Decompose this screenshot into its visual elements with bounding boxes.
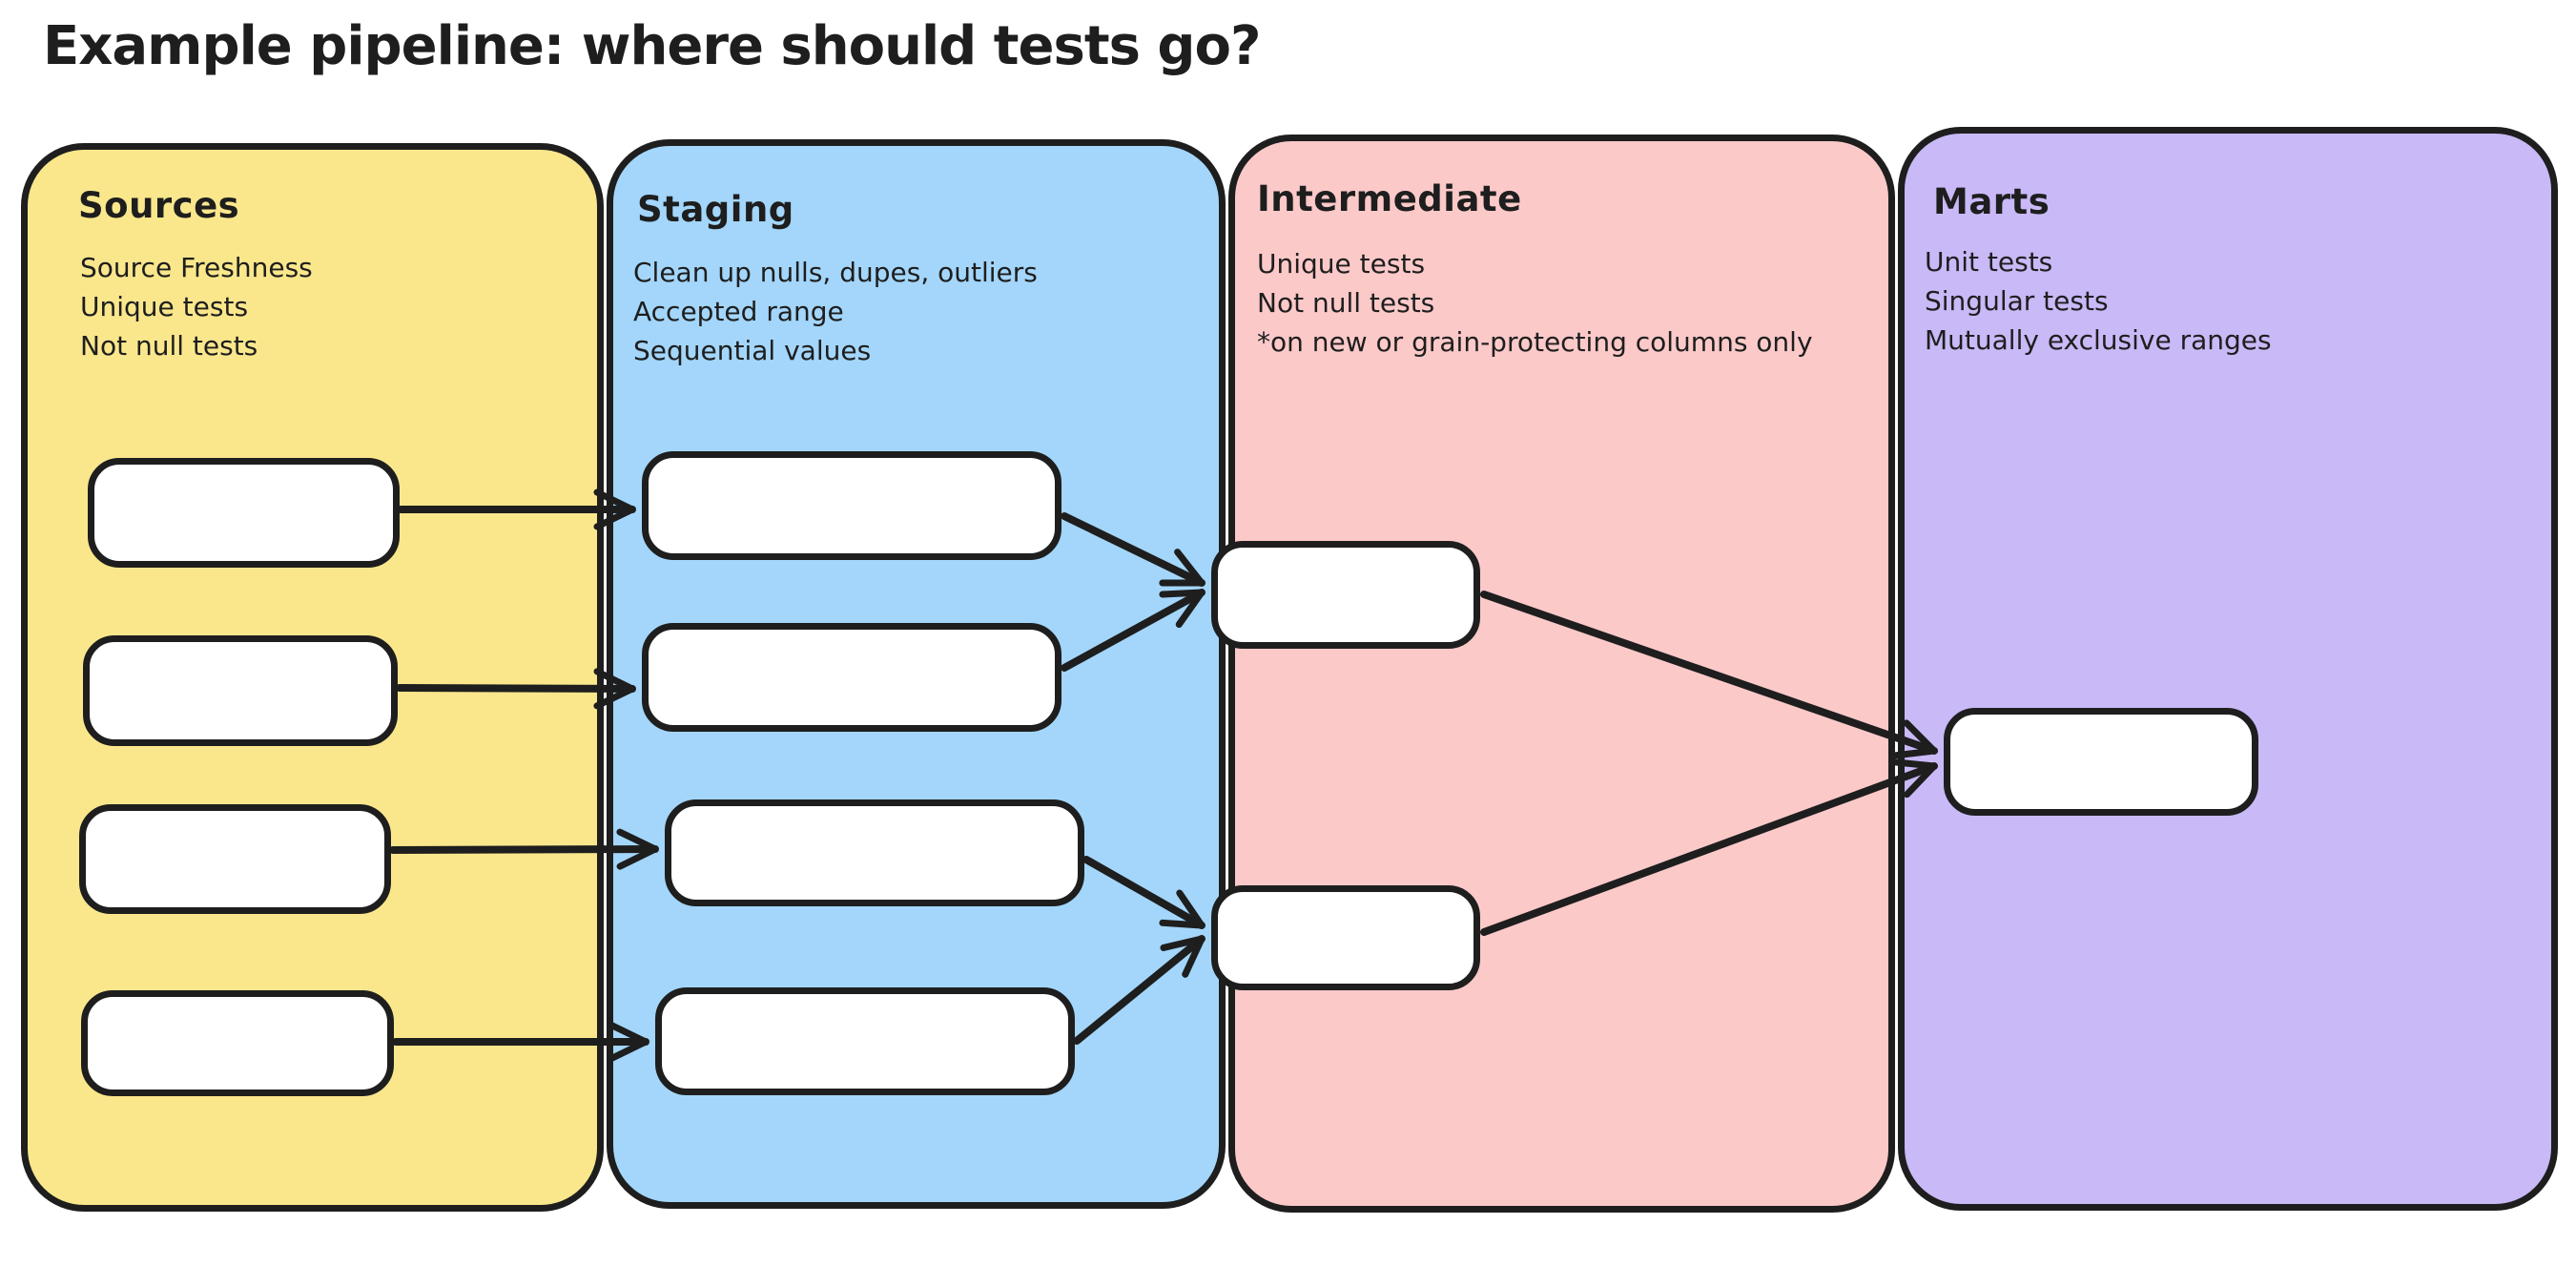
note-line: Clean up nulls, dupes, outliers: [633, 257, 1038, 288]
note-line: Singular tests: [1925, 285, 2109, 317]
staging-node-4: [655, 987, 1075, 1095]
staging-node-2: [642, 623, 1061, 732]
column-staging-title: Staging: [637, 189, 794, 230]
column-sources-title: Sources: [78, 185, 240, 226]
column-intermediate-notes: Unique tests Not null tests *on new or g…: [1257, 244, 1813, 362]
column-intermediate-title: Intermediate: [1257, 178, 1522, 219]
intermediate-node-2: [1211, 885, 1480, 990]
note-line: Unit tests: [1925, 246, 2053, 278]
column-staging-notes: Clean up nulls, dupes, outliers Accepted…: [633, 253, 1038, 370]
column-marts: Marts Unit tests Singular tests Mutually…: [1898, 127, 2558, 1211]
note-line: Unique tests: [80, 291, 249, 322]
note-line: Sequential values: [633, 335, 872, 366]
note-line: Accepted range: [633, 296, 844, 327]
column-marts-notes: Unit tests Singular tests Mutually exclu…: [1925, 242, 2272, 360]
intermediate-node-1: [1211, 541, 1480, 649]
column-intermediate: Intermediate Unique tests Not null tests…: [1228, 135, 1895, 1213]
column-sources-notes: Source Freshness Unique tests Not null t…: [80, 248, 313, 365]
note-line: Unique tests: [1257, 248, 1426, 280]
note-line: Not null tests: [1257, 287, 1435, 319]
note-line: *on new or grain-protecting columns only: [1257, 326, 1813, 358]
note-line: Not null tests: [80, 330, 258, 362]
marts-node-1: [1944, 708, 2258, 816]
sources-node-3: [79, 804, 391, 914]
column-marts-title: Marts: [1933, 181, 2050, 222]
sources-node-1: [88, 458, 400, 568]
sources-node-4: [81, 990, 394, 1096]
note-line: Source Freshness: [80, 252, 313, 283]
sources-node-2: [83, 635, 398, 746]
staging-node-3: [665, 799, 1084, 906]
note-line: Mutually exclusive ranges: [1925, 324, 2272, 356]
page-title: Example pipeline: where should tests go?: [43, 15, 1261, 77]
staging-node-1: [642, 451, 1061, 560]
